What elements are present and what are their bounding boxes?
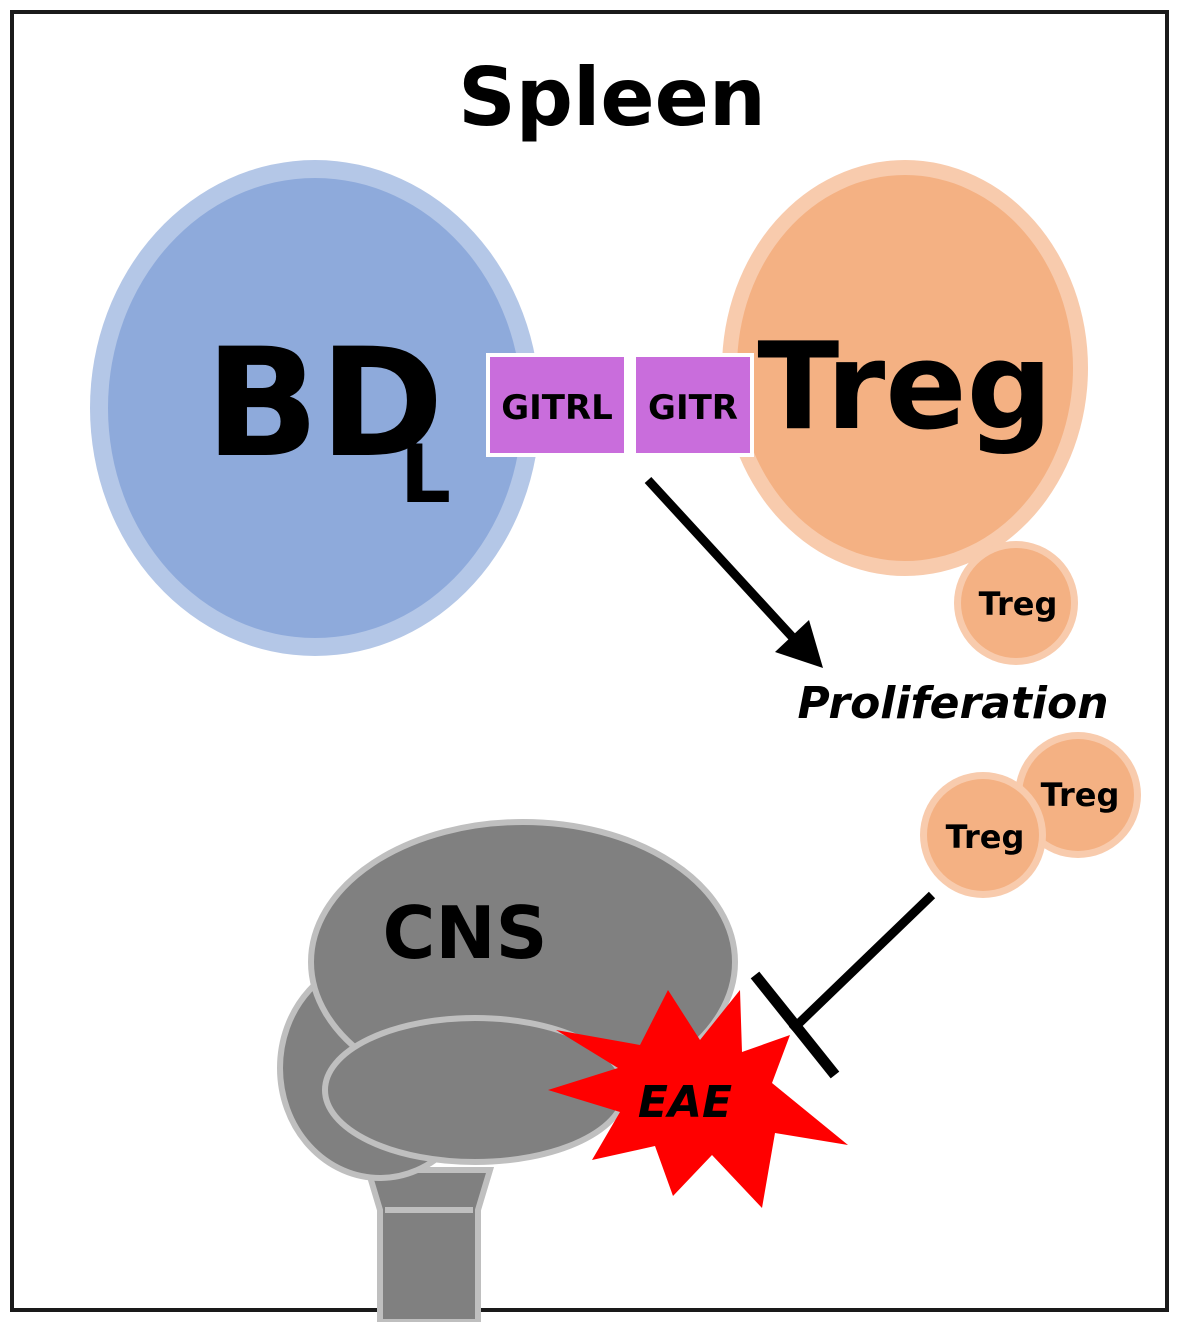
treg-small-cell-3: Treg: [1015, 732, 1141, 858]
treg-small-1-label: Treg: [979, 585, 1058, 623]
treg-small-3-body: [1022, 739, 1134, 851]
eae-label: EAE: [638, 1077, 732, 1128]
gitrl-label: GITRL: [501, 388, 613, 428]
inhibition-bar: [750, 971, 840, 1079]
eae-lesion: EAE: [548, 990, 848, 1208]
gitr-label: GITR: [648, 388, 738, 428]
bdl-cell: BD L: [90, 160, 540, 656]
treg-small-1-body: [961, 548, 1071, 658]
cns-brain: CNS: [277, 819, 738, 1322]
bdl-label-main: BD: [205, 317, 444, 491]
treg-main-body: [737, 175, 1073, 561]
activation-arrow-shaft: [644, 476, 799, 644]
activation-arrow-head: [775, 620, 823, 668]
bdl-label: BD: [205, 317, 444, 491]
treg-small-cell-2: Treg: [920, 772, 1046, 898]
gitrl-receptor: GITRL: [486, 353, 628, 457]
treg-main-label: Treg: [757, 318, 1052, 457]
arrow-icon: [644, 476, 823, 668]
bdl-cell-body: [108, 178, 522, 638]
gitrl-box: [486, 353, 628, 457]
bdl-label-subscript: L: [400, 428, 451, 521]
treg-small-2-label: Treg: [946, 818, 1025, 856]
gitr-box: [632, 353, 754, 457]
eae-starburst: [548, 990, 848, 1208]
brainstem: [363, 1167, 495, 1322]
proliferation-label: Proliferation: [797, 678, 1108, 729]
treg-main-cell: Treg: [722, 160, 1088, 576]
inhibition-shaft: [788, 891, 936, 1034]
spleen-title: Spleen: [458, 51, 766, 144]
cns-label: CNS: [383, 891, 548, 975]
inhibition-bar-icon: [750, 891, 936, 1079]
gitr-receptor: GITR: [632, 353, 754, 457]
treg-small-2-body: [927, 779, 1039, 891]
treg-small-3-label: Treg: [1041, 776, 1120, 814]
treg-small-cell-1: Treg: [954, 541, 1078, 665]
